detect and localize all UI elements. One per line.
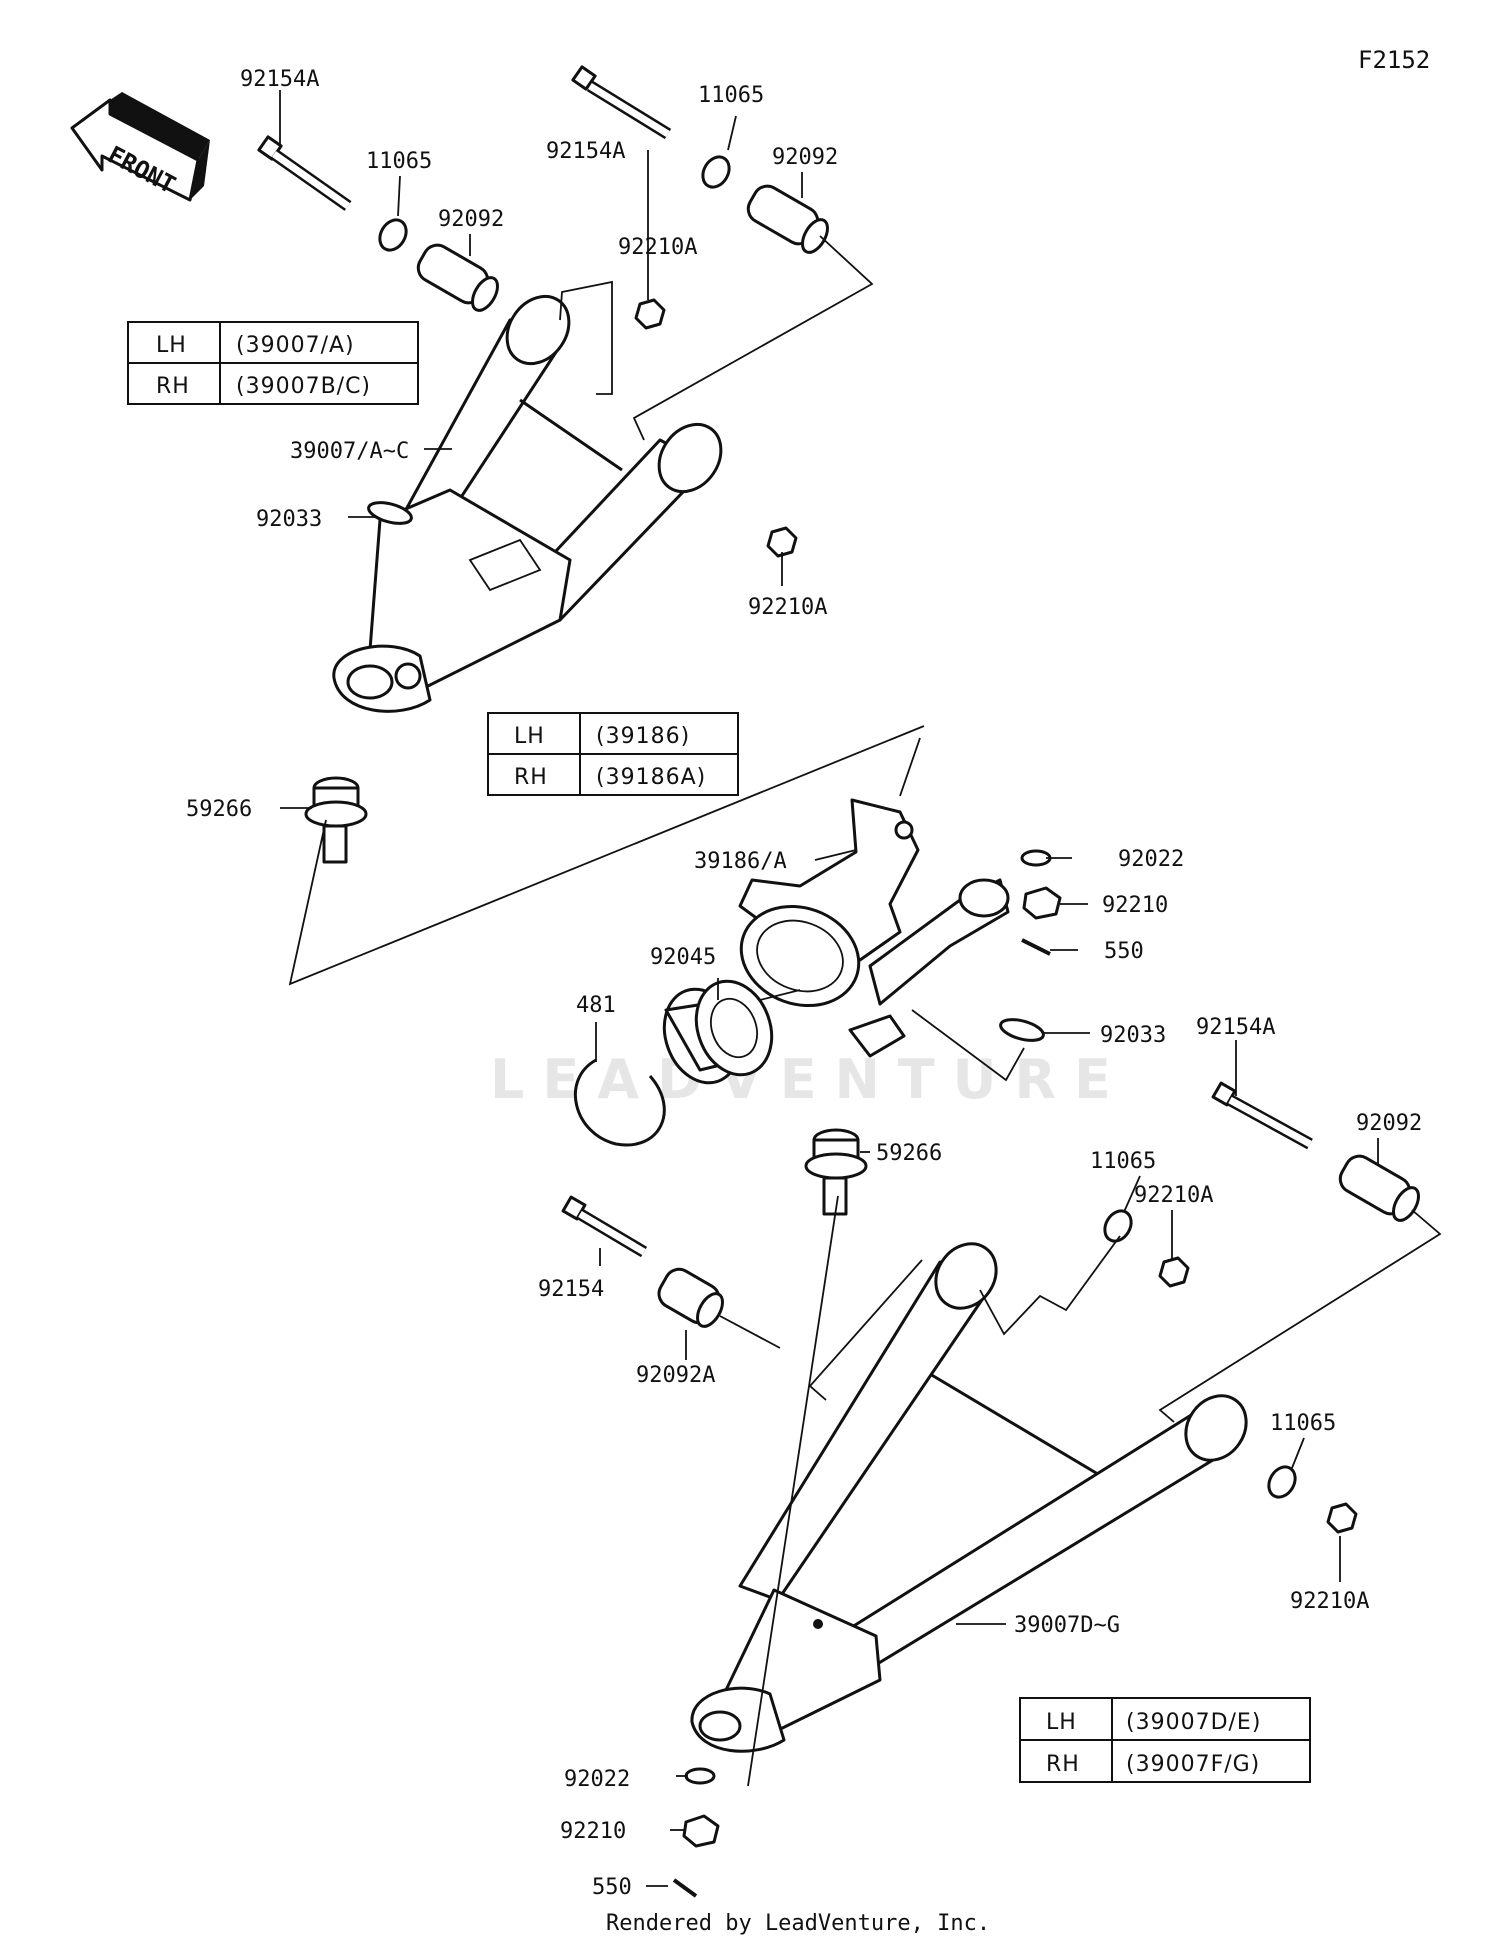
castle-nut-icon (1022, 886, 1062, 920)
part-label: 92092 (1356, 1111, 1422, 1136)
nut-icon (766, 526, 798, 558)
part-label: 11065 (366, 149, 432, 174)
snap-ring-icon (573, 1058, 666, 1147)
table-cell: (39007/A) (236, 333, 355, 358)
nut-icon (1326, 1502, 1358, 1534)
part-label: 550 (1104, 939, 1144, 964)
castle-nut-icon (682, 1814, 720, 1848)
bolt-icon (561, 1195, 648, 1258)
part-label: 92092 (438, 207, 504, 232)
leader-lines (279, 90, 1442, 1887)
table-cell: (39186) (596, 724, 690, 749)
cotter-pin-icon (1021, 938, 1051, 956)
part-label: 92045 (650, 945, 716, 970)
part-label: 92022 (1118, 847, 1184, 872)
part-label: 39007D~G (1014, 1613, 1120, 1638)
credit-text: Rendered by LeadVenture, Inc. (606, 1911, 990, 1936)
part-label: 92022 (564, 1767, 630, 1792)
front-arrow-icon: FRONT (70, 92, 210, 202)
washer-icon (1267, 1465, 1297, 1499)
table-cell: RH (1046, 1752, 1080, 1777)
part-label: 92154A (240, 67, 319, 92)
part-label: 92092A (636, 1363, 715, 1388)
table-cell: LH (1046, 1710, 1077, 1735)
ball-joint-icon (804, 1128, 868, 1216)
part-label: 92210A (618, 235, 697, 260)
ball-joint-icon (304, 776, 368, 864)
table-cell: (39186A) (596, 765, 706, 790)
part-label: 59266 (186, 797, 252, 822)
part-label: 92210A (748, 595, 827, 620)
part-label: 92210 (560, 1819, 626, 1844)
part-label: 550 (592, 1875, 632, 1900)
circlip-icon (367, 501, 413, 525)
nut-icon (634, 298, 666, 330)
bushing-icon (657, 1267, 724, 1328)
part-label: 92033 (256, 507, 322, 532)
bolt-icon (571, 65, 672, 140)
table-cell: (39007B/C) (236, 374, 371, 399)
bearing-icon (662, 979, 774, 1085)
part-label: 92210 (1102, 893, 1168, 918)
watermark: LEADVENTURE (490, 1048, 1129, 1111)
part-label: 39186/A (694, 849, 787, 874)
upper-a-arm (332, 294, 723, 713)
part-label: 11065 (1270, 1411, 1336, 1436)
lower-a-arm (690, 1242, 1248, 1753)
cotter-pin-icon (672, 1878, 698, 1898)
part-label: 39007/A~C (290, 439, 409, 464)
part-label: 59266 (876, 1141, 942, 1166)
part-label: 11065 (1090, 1149, 1156, 1174)
part-label: 481 (576, 993, 616, 1018)
washer-icon (1103, 1209, 1133, 1243)
washer-icon (1020, 849, 1052, 867)
washer-icon (684, 1767, 716, 1785)
bolt-icon (257, 135, 352, 211)
bushing-icon (416, 243, 499, 312)
table-cell: (39007F/G) (1126, 1752, 1260, 1777)
bushing-icon (746, 184, 829, 254)
nut-icon (1158, 1256, 1190, 1288)
side-table-upper-arm: LH (39007/A) RH (39007B/C) (127, 321, 419, 405)
part-label: 92092 (772, 145, 838, 170)
table-cell: LH (514, 724, 545, 749)
steering-knuckle (738, 798, 1010, 1058)
washer-icon (378, 218, 408, 252)
table-cell: RH (156, 374, 190, 399)
part-label: 92154 (538, 1277, 604, 1302)
part-label: 92033 (1100, 1023, 1166, 1048)
circlip-icon (999, 1018, 1045, 1042)
part-label: 92210A (1290, 1589, 1369, 1614)
washer-icon (701, 155, 731, 189)
part-label: 11065 (698, 83, 764, 108)
table-cell: LH (156, 333, 187, 358)
part-label: 92154A (1196, 1015, 1275, 1040)
diagram-code: F2152 (1358, 46, 1430, 74)
bolt-icon (1211, 1081, 1313, 1150)
part-label: 92210A (1134, 1183, 1213, 1208)
table-cell: RH (514, 765, 548, 790)
side-table-knuckle: LH (39186) RH (39186A) (487, 712, 739, 796)
bushing-icon (1338, 1154, 1420, 1222)
table-cell: (39007D/E) (1126, 1710, 1261, 1735)
part-label: 92154A (546, 139, 625, 164)
side-table-lower-arm: LH (39007D/E) RH (39007F/G) (1019, 1697, 1311, 1783)
